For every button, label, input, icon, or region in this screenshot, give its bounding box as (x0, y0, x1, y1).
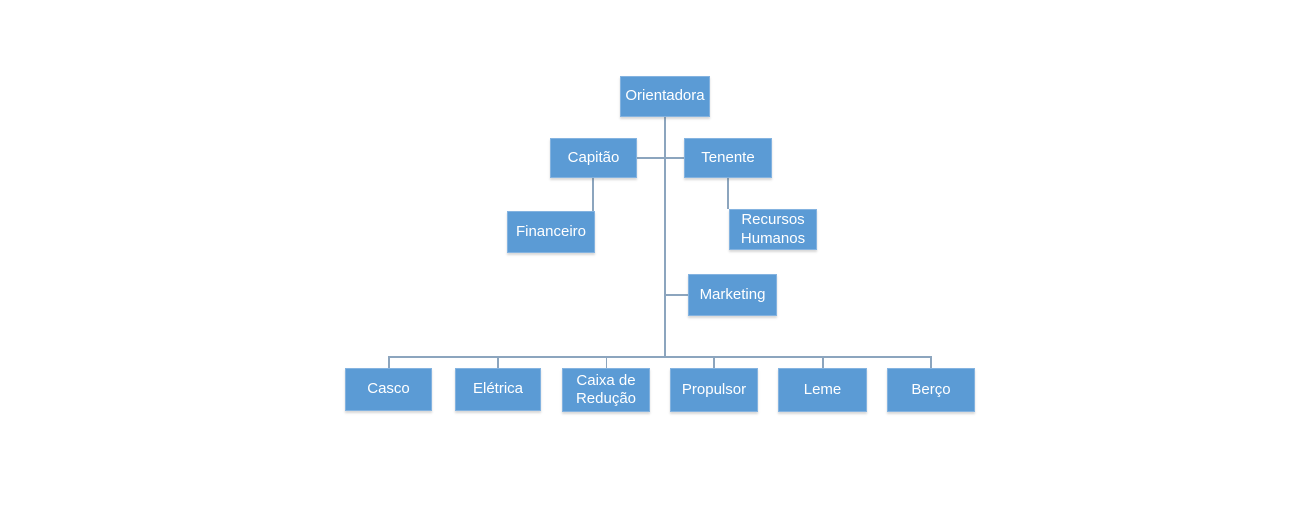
org-node-label: Elétrica (472, 380, 524, 398)
connector-drop-eletrica (497, 356, 499, 368)
connector-drop-casco (388, 356, 390, 368)
connector-trunk-marketing (664, 294, 688, 296)
org-node-casco[interactable]: Casco (345, 368, 432, 411)
org-node-label: Recursos Humanos (740, 211, 806, 247)
org-node-caixa-de-reducao[interactable]: Caixa de Redução (562, 368, 650, 412)
org-node-capitao[interactable]: Capitão (550, 138, 637, 178)
org-node-orientadora[interactable]: Orientadora (620, 76, 710, 117)
connector-bottom-bus (388, 356, 932, 358)
connector-capitao-financeiro (592, 178, 594, 211)
org-node-label: Casco (367, 380, 410, 398)
org-node-label: Tenente (701, 148, 755, 166)
org-node-eletrica[interactable]: Elétrica (455, 368, 541, 411)
connector-drop-propulsor (713, 356, 715, 368)
org-node-label: Berço (911, 380, 951, 398)
org-node-recursos-humanos[interactable]: Recursos Humanos (729, 209, 817, 250)
org-node-label: Financeiro (515, 222, 587, 240)
org-node-marketing[interactable]: Marketing (688, 274, 777, 316)
connector-tenente-recursos-humanos (727, 178, 729, 209)
org-node-tenente[interactable]: Tenente (684, 138, 772, 178)
org-node-label: Orientadora (625, 87, 705, 105)
org-node-label: Marketing (699, 285, 766, 303)
org-node-propulsor[interactable]: Propulsor (670, 368, 758, 412)
org-node-label: Capitão (567, 148, 620, 166)
org-node-leme[interactable]: Leme (778, 368, 867, 412)
connector-drop-leme (822, 356, 824, 368)
connector-drop-caixa-de-reducao (605, 356, 607, 368)
org-node-label: Leme (803, 380, 842, 398)
connector-trunk-orientadora-to-bus (664, 117, 666, 358)
org-node-label: Caixa de Redução (575, 371, 637, 407)
org-node-berco[interactable]: Berço (887, 368, 975, 412)
org-node-label: Propulsor (681, 380, 747, 398)
connector-capitao-tenente (637, 157, 684, 159)
connector-drop-berco (930, 356, 932, 368)
org-node-financeiro[interactable]: Financeiro (507, 211, 595, 253)
